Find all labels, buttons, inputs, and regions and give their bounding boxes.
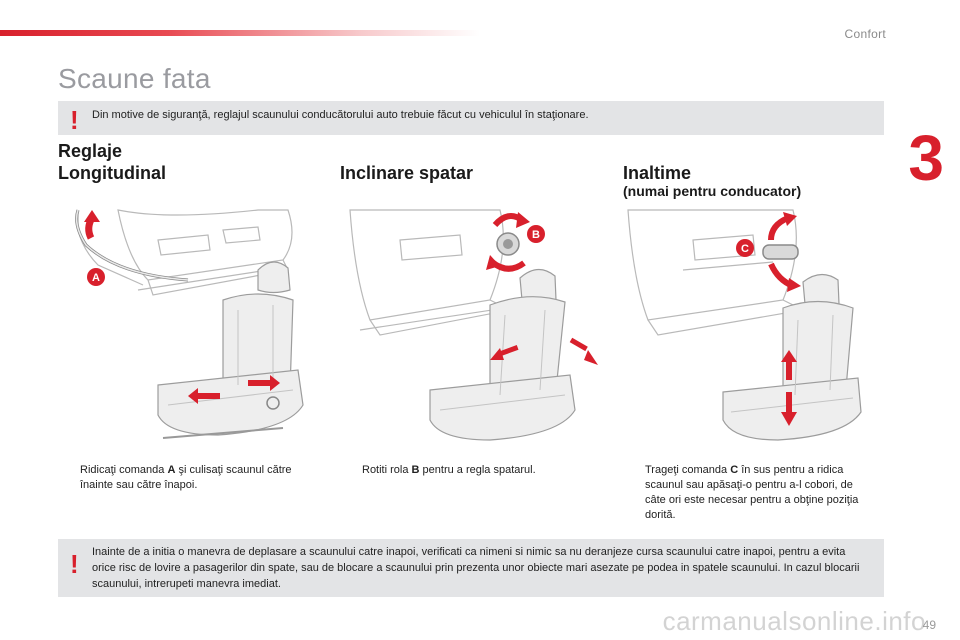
safety-notice-top: ! Din motive de siguranţă, reglajul scau… (58, 101, 884, 135)
control-c-label: C (741, 243, 749, 255)
header-accent-bar (0, 30, 480, 36)
caption-text: Trageţi comanda C în sus pentru a ridica… (645, 464, 859, 521)
control-reference: C (730, 464, 739, 476)
section-heading: Reglaje (58, 141, 123, 161)
control-a-label: A (92, 272, 100, 284)
column-heading-backrest: Inclinare spatar (340, 163, 474, 183)
control-b-label: B (532, 229, 540, 241)
warning-icon: ! (70, 549, 79, 579)
caption-text: Ridicaţi comanda A şi culisaţi scaunul c… (80, 464, 292, 491)
column-heading-height: Inaltime (623, 163, 692, 183)
control-reference: A (167, 464, 176, 476)
watermark: carmanualsonline.info (662, 606, 926, 636)
chapter-number: 3 (908, 122, 944, 194)
section-name: Confort (844, 27, 886, 41)
seat-longitudinal-illustration: A (75, 209, 304, 439)
page-title: Scaune fata (58, 63, 211, 94)
notice-text: Din motive de siguranţă, reglajul scaunu… (92, 109, 589, 121)
column-heading-longitudinal: Longitudinal (58, 163, 166, 183)
control-reference: B (411, 464, 420, 476)
column-subheading-height: (numai pentru conducator) (623, 183, 802, 199)
seat-height-illustration: C (627, 209, 862, 441)
notice-text: Inainte de a initia o manevra de deplasa… (92, 546, 860, 590)
warning-icon: ! (70, 105, 79, 135)
safety-notice-bottom: ! Inainte de a initia o manevra de depla… (58, 539, 884, 597)
page-number: 49 (922, 618, 936, 632)
caption-text: Rotiti rola B pentru a regla spatarul. (362, 464, 536, 476)
seat-backrest-illustration: B (349, 209, 598, 441)
